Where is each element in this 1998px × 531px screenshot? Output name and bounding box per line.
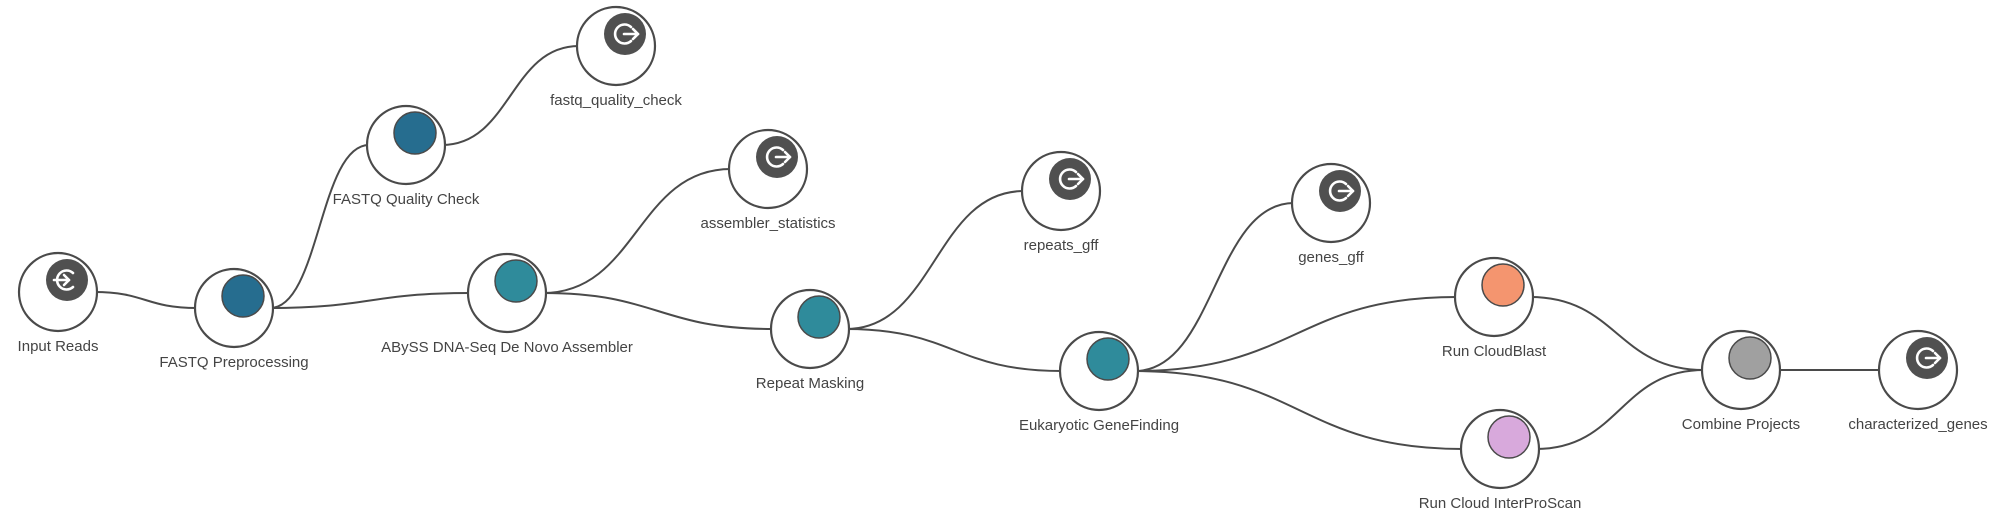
edge-run_cloudblast-to-combine_projects <box>1529 296 1705 371</box>
node-label: assembler_statistics <box>700 215 836 232</box>
node-label: Input Reads <box>17 338 99 355</box>
edge-eukaryotic_genefinding-to-genes_gff <box>1134 202 1295 372</box>
node-label: Run Cloud InterProScan <box>1418 495 1582 512</box>
edge-run_interproscan-to-combine_projects <box>1535 369 1705 450</box>
step-status-dot <box>221 274 265 318</box>
node-label: repeats_gff <box>1023 237 1099 254</box>
node-run-cloudblast[interactable] <box>1453 256 1535 338</box>
node-input-reads[interactable] <box>17 251 99 333</box>
edge-fastq_quality_check_step-to-fastq_quality_check_out <box>441 45 580 146</box>
node-combine-projects[interactable] <box>1700 329 1782 411</box>
sign-out-icon <box>1915 347 1942 369</box>
node-fastq-quality-check-out[interactable] <box>575 5 657 87</box>
edge-repeat_masking-to-repeats_gff <box>845 190 1025 330</box>
node-run-interproscan[interactable] <box>1459 408 1541 490</box>
node-genes-gff[interactable] <box>1290 162 1372 244</box>
step-status-dot <box>1086 337 1130 381</box>
node-repeats-gff[interactable] <box>1020 150 1102 232</box>
edges-layer <box>93 45 1881 450</box>
node-label: FASTQ Preprocessing <box>159 354 309 371</box>
edge-abyss-to-repeat_masking <box>542 292 774 330</box>
node-fastq-quality-check-step[interactable] <box>365 104 447 186</box>
node-label: fastq_quality_check <box>550 92 682 109</box>
sign-out-icon <box>613 23 640 45</box>
node-label: Combine Projects <box>1681 416 1801 433</box>
edge-eukaryotic_genefinding-to-run_cloudblast <box>1134 296 1458 372</box>
sign-out-icon <box>1058 168 1085 190</box>
edge-input_reads-to-fastq_preprocessing <box>93 291 198 309</box>
edge-fastq_preprocessing-to-abyss <box>269 292 471 309</box>
node-label: Run CloudBlast <box>1441 343 1547 360</box>
step-status-dot <box>494 259 538 303</box>
edge-fastq_preprocessing-to-fastq_quality_check_step <box>269 144 370 309</box>
node-label: Eukaryotic GeneFinding <box>1018 417 1180 434</box>
nodes-layer <box>17 5 1959 490</box>
node-label: characterized_genes <box>1848 416 1988 433</box>
node-label: FASTQ Quality Check <box>332 191 480 208</box>
sign-out-icon <box>1328 180 1355 202</box>
node-fastq-preprocessing[interactable] <box>193 267 275 349</box>
step-status-dot <box>1487 415 1531 459</box>
node-characterized-genes[interactable] <box>1877 329 1959 411</box>
node-abyss[interactable] <box>466 252 548 334</box>
node-label: ABySS DNA-Seq De Novo Assembler <box>381 339 633 356</box>
edge-eukaryotic_genefinding-to-run_interproscan <box>1134 370 1464 450</box>
sign-in-icon <box>52 269 75 291</box>
node-label: Repeat Masking <box>755 375 865 392</box>
step-status-dot <box>1728 336 1772 380</box>
edge-repeat_masking-to-eukaryotic_genefinding <box>845 328 1063 372</box>
step-status-dot <box>797 295 841 339</box>
step-status-dot <box>393 111 437 155</box>
sign-out-icon <box>765 146 792 168</box>
node-label: genes_gff <box>1298 249 1364 266</box>
node-repeat-masking[interactable] <box>769 288 851 370</box>
edge-abyss-to-assembler_statistics <box>542 168 732 294</box>
node-eukaryotic-genefinding[interactable] <box>1058 330 1140 412</box>
step-status-dot <box>1481 263 1525 307</box>
node-assembler-statistics[interactable] <box>727 128 809 210</box>
